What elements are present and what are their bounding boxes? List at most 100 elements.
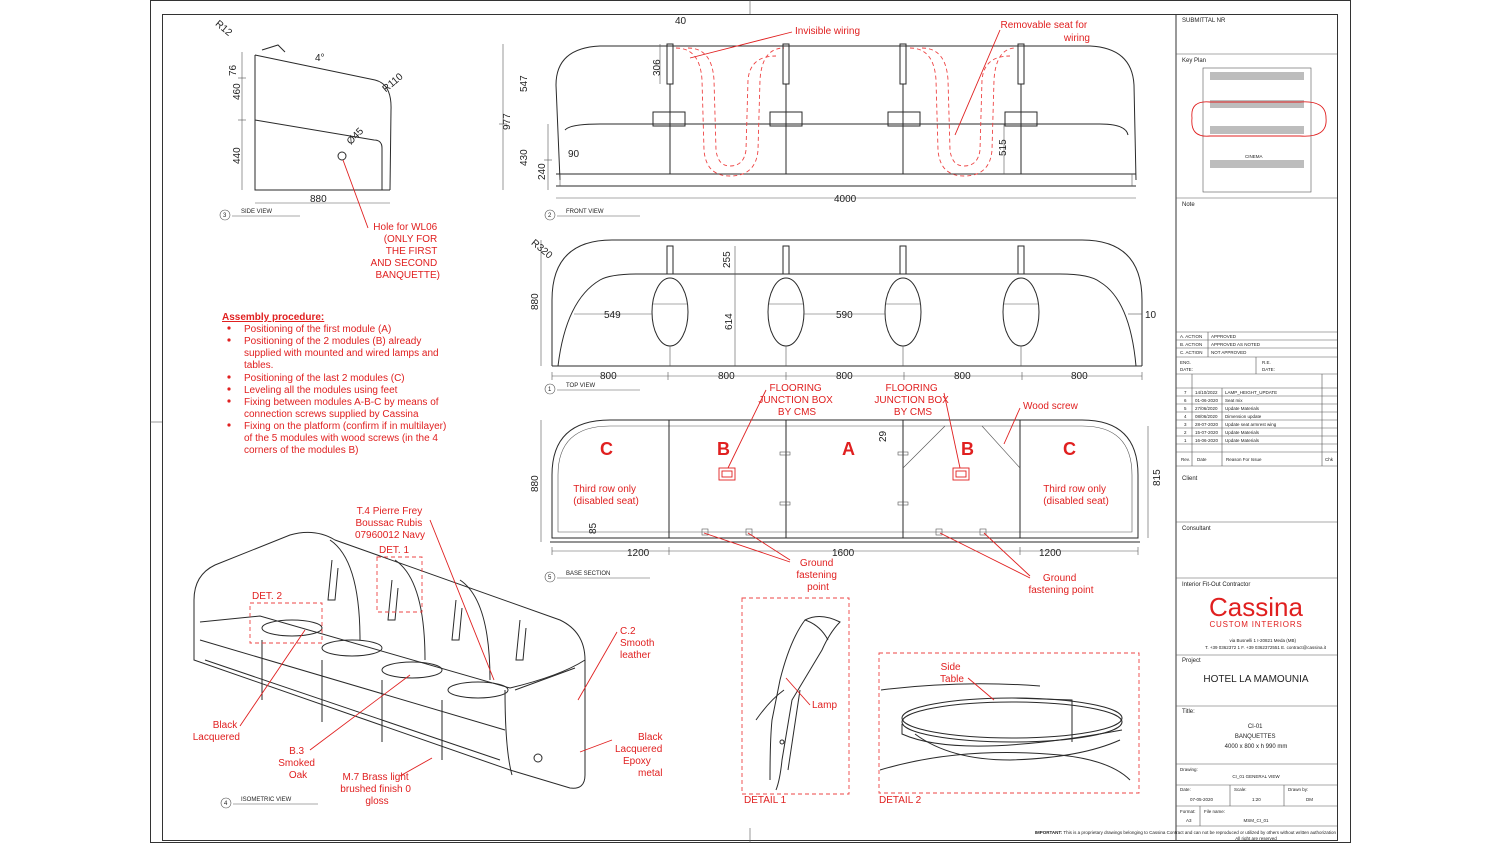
dim-10: 10: [1145, 310, 1157, 321]
drawing-label: Drawing:: [1180, 767, 1198, 772]
cinema-label: CINEMA: [1245, 154, 1263, 159]
rights-notice: All right are reserved: [1235, 836, 1277, 841]
svg-text:Fixing between modules A-B-C b: Fixing between modules A-B-C by means of…: [244, 397, 441, 420]
epoxy-note: Black Lacquered Epoxy metal: [615, 732, 665, 779]
drawn-value: DM: [1306, 797, 1313, 802]
det2-label: DET. 2: [252, 591, 282, 602]
svg-text:Leveling all the modules using: Leveling all the modules using feet: [244, 385, 398, 396]
dim-240: 240: [537, 163, 548, 180]
rev-num: 6: [1184, 398, 1187, 403]
dim-549: 549: [604, 310, 621, 321]
view-number: 3: [223, 213, 227, 219]
base-section: C B A B C Third row only (disabled seat)…: [530, 383, 1163, 596]
dim-590: 590: [836, 310, 853, 321]
detail2-label: DETAIL 2: [879, 795, 922, 806]
dim-d45: Ø45: [345, 126, 366, 147]
action-c: C. ACTION: [1180, 350, 1203, 355]
detail-2: Side Table DETAIL 2: [878, 652, 1140, 806]
rev-num: 2: [1184, 430, 1187, 435]
view-label-side: SIDE VIEW: [241, 209, 272, 215]
dim-1600: 1600: [832, 548, 855, 559]
dim-40: 40: [675, 16, 687, 27]
dim-306: 306: [652, 59, 663, 76]
rev-header: Rev.: [1181, 457, 1190, 462]
brass-note: M.7 Brass light brushed finish 0 gloss: [340, 772, 413, 807]
rev-reason: LAMP_HEIGHT_UPDATE: [1225, 390, 1277, 395]
segment-2: 800: [718, 371, 735, 382]
front-lamps: [652, 43, 1038, 174]
assembly-title: Assembly procedure:: [222, 312, 324, 323]
front-view: 40 306 547 977 430 240 90 515 4000 2 FRO…: [499, 16, 1137, 221]
address: via Busnelli 1 I-20821 Meda (MB): [1229, 638, 1296, 643]
action-b: B. ACTION: [1180, 342, 1202, 347]
ground-note-1: Ground fastening point: [796, 558, 839, 593]
note-label: Note: [1182, 202, 1195, 208]
view-number: 5: [548, 575, 552, 581]
assembly-step: Fixing on the platform (confirm if in mu…: [227, 421, 449, 456]
action-a: A. ACTION: [1180, 334, 1202, 339]
view-number: 1: [548, 387, 552, 393]
dim-977: 977: [502, 113, 513, 130]
view-label-base: BASE SECTION: [566, 571, 610, 577]
view-number-badge: [544, 209, 556, 221]
isometric-view: DET. 2 DET. 1 T.4 Pierre Frey Boussac Ru…: [193, 506, 665, 809]
drawing-title: CI-01 BANQUETTES 4000 x 800 x h 990 mm: [1225, 724, 1288, 750]
key-plan: CINEMA: [1191, 67, 1327, 193]
client-label: Client: [1182, 476, 1198, 482]
assembly-step: Positioning of the 2 modules (B) already…: [227, 336, 441, 371]
scale-value: 1:20: [1252, 797, 1261, 802]
drawing-name: CI_01 GENERAL VIEW: [1232, 774, 1280, 779]
rev-header: Reason For Issue: [1226, 457, 1262, 462]
detail1-frame: [741, 597, 850, 795]
top-lamps: [651, 245, 1040, 366]
brand-logo: Cassina: [1209, 592, 1303, 622]
dim-255: 255: [722, 251, 733, 268]
det2-box: [249, 602, 323, 644]
rev-num: 5: [1184, 406, 1187, 411]
action-b-value: APPROVED AS NOTED: [1211, 342, 1261, 347]
rev-date: 16-06-2020: [1195, 438, 1219, 443]
dim-85: 85: [588, 522, 599, 534]
consultant-label: Consultant: [1182, 526, 1211, 532]
dim-460: 460: [232, 83, 243, 100]
svg-text:Positioning of the last 2 modu: Positioning of the last 2 modules (C): [244, 373, 405, 384]
top-segments: 800 800 800 800 800: [551, 371, 1143, 382]
rev-date: 27/06/2020: [1195, 406, 1218, 411]
detail-1: Lamp DETAIL 1: [741, 597, 850, 806]
format-value: A3: [1186, 818, 1192, 823]
date-label: Date:: [1180, 787, 1191, 792]
assembly-procedure: Assembly procedure: Positioning of the f…: [222, 312, 449, 456]
top-view: R320 255 880 549 614 590 10 800 800 800 …: [529, 238, 1157, 395]
rev-num: 1: [1184, 438, 1187, 443]
contractor-label: Interior Fit-Out Contractor: [1182, 582, 1250, 588]
key-plan-label: Key Plan: [1182, 58, 1206, 64]
assembly-step: Leveling all the modules using feet: [227, 385, 398, 396]
rev-date: 14/10/2022: [1195, 390, 1218, 395]
dim-880: 880: [310, 194, 327, 205]
wood-screw-note: Wood screw: [1023, 401, 1079, 412]
svg-text:Fixing on the platform (confir: Fixing on the platform (confirm if in mu…: [244, 421, 449, 456]
rev-reason: Seat mix: [1225, 398, 1243, 403]
junction-box-2: [952, 467, 970, 481]
drawn-label: Drawn by:: [1288, 787, 1308, 792]
rev-date: 28-07-2020: [1195, 422, 1219, 427]
project-name: HOTEL LA MAMOUNIA: [1203, 674, 1309, 685]
third-row-note-right: Third row only (disabled seat): [1043, 484, 1109, 507]
view-label-top: TOP VIEW: [566, 383, 595, 389]
assembly-step: Positioning of the last 2 modules (C): [227, 373, 405, 384]
svg-text:Positioning of the 2 modules (: Positioning of the 2 modules (B) already…: [244, 336, 441, 371]
file-label: File name:: [1204, 809, 1225, 814]
module-label-c2: C: [1063, 439, 1076, 459]
view-number: 2: [548, 213, 552, 219]
lamp-note: Lamp: [812, 700, 837, 711]
dim-1200-left: 1200: [627, 548, 650, 559]
revision-table: 7 14/10/2022 LAMP_HEIGHT_UPDATE 6 01-06-…: [1176, 374, 1337, 467]
re-date: R.E. DATE:: [1262, 360, 1275, 372]
rev-num: 7: [1184, 390, 1187, 395]
detail2-frame: [878, 652, 1140, 794]
segment-1: 800: [600, 371, 617, 382]
dim-r320: R320: [529, 238, 555, 262]
segment-4: 800: [954, 371, 971, 382]
dim-440: 440: [232, 147, 243, 164]
